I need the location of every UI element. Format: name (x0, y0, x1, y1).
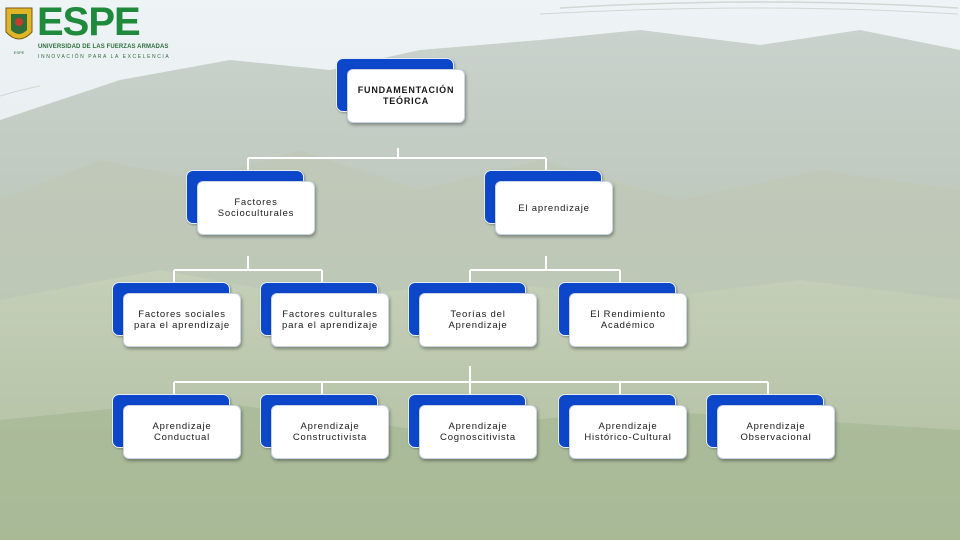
brand-name: ESPE (37, 0, 141, 44)
node-el-aprendizaje: El aprendizaje (484, 170, 616, 238)
node-rendimiento-academico: El Rendimiento Académico (558, 282, 690, 350)
node-aprendizaje-conductual: Aprendizaje Conductual (112, 394, 244, 462)
node-label: Aprendizaje Cognoscitivista (419, 405, 537, 459)
espe-crest-icon: ESPE (5, 7, 33, 55)
node-teorias-del-aprendizaje: Teorías del Aprendizaje (408, 282, 540, 350)
node-label: FUNDAMENTACIÓN TEÓRICA (347, 69, 465, 123)
node-fundamentacion-teorica: FUNDAMENTACIÓN TEÓRICA (336, 58, 468, 126)
node-label: Factores Socioculturales (197, 181, 315, 235)
node-aprendizaje-constructivista: Aprendizaje Constructivista (260, 394, 392, 462)
node-label: El aprendizaje (495, 181, 613, 235)
node-label: Factores sociales para el aprendizaje (123, 293, 241, 347)
node-label: Aprendizaje Observacional (717, 405, 835, 459)
node-aprendizaje-cognoscitivista: Aprendizaje Cognoscitivista (408, 394, 540, 462)
node-aprendizaje-historico-cultural: Aprendizaje Histórico-Cultural (558, 394, 690, 462)
node-factores-sociales: Factores sociales para el aprendizaje (112, 282, 244, 350)
brand-subtitle: UNIVERSIDAD DE LAS FUERZAS ARMADAS (38, 44, 169, 50)
node-label: Teorías del Aprendizaje (419, 293, 537, 347)
node-label: Aprendizaje Constructivista (271, 405, 389, 459)
node-label: El Rendimiento Académico (569, 293, 687, 347)
node-factores-culturales: Factores culturales para el aprendizaje (260, 282, 392, 350)
svg-text:ESPE: ESPE (14, 50, 25, 55)
node-factores-socioculturales: Factores Socioculturales (186, 170, 318, 238)
brand-tagline: INNOVACIÓN PARA LA EXCELENCIA (38, 54, 171, 60)
espe-logo: ESPE ESPE UNIVERSIDAD DE LAS FUERZAS ARM… (0, 0, 169, 64)
node-aprendizaje-observacional: Aprendizaje Observacional (706, 394, 838, 462)
node-label: Aprendizaje Conductual (123, 405, 241, 459)
node-label: Factores culturales para el aprendizaje (271, 293, 389, 347)
node-label: Aprendizaje Histórico-Cultural (569, 405, 687, 459)
